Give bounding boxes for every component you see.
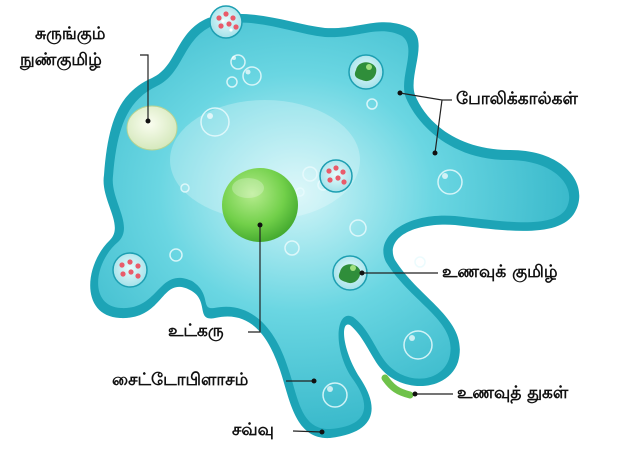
label-food-particle: உணவுத் துகள் [457, 383, 568, 403]
food-vacuole-top [210, 6, 242, 38]
label-pseudopodia: போலிக்கால்கள் [456, 89, 578, 109]
label-contractile-vacuole-line1: சுருங்கும் [35, 24, 105, 44]
contractile-vacuole [127, 106, 177, 150]
food-vacuole-middle [320, 160, 352, 192]
label-nucleus: உட்கரு [168, 321, 224, 341]
label-food-vacuole: உணவுக் குமிழ் [442, 262, 558, 282]
label-membrane: சவ்வு [232, 420, 274, 440]
nucleus-highlight [232, 178, 264, 198]
label-contractile-vacuole-line2: நுண்குமிழ் [20, 50, 102, 70]
label-cytoplasm: சைட்டோபிளாசம் [112, 370, 248, 390]
food-vacuole-left [113, 253, 147, 287]
food-vacuole-green-top [349, 55, 383, 89]
